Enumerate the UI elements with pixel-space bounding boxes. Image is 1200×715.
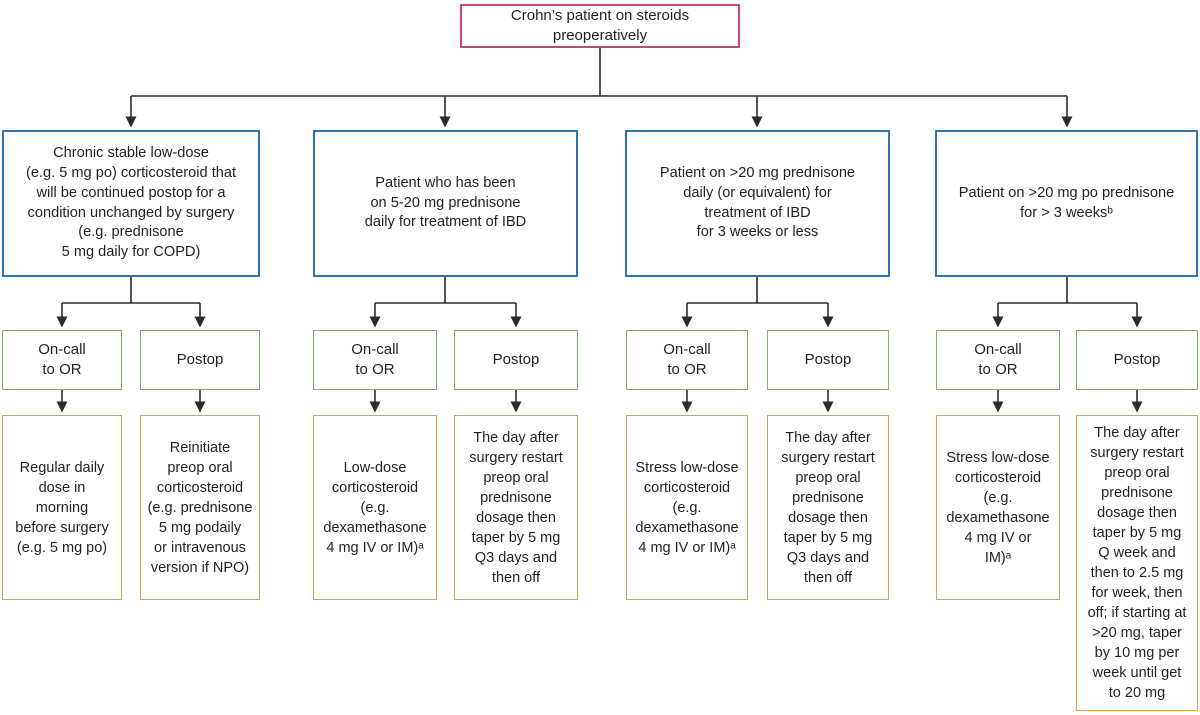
branch-1-split-line [62, 277, 200, 304]
branch-1-oncall-box: On-call to OR [2, 330, 122, 390]
branch-4-postop-box: Postop [1076, 330, 1198, 390]
branch-3-oncall-action-box: Stress low-dose corticosteroid (e.g. dex… [626, 415, 748, 600]
branch-1-postop-box: Postop [140, 330, 260, 390]
branch-2-postop-box: Postop [454, 330, 578, 390]
branch-2-condition-box: Patient who has been on 5-20 mg predniso… [313, 130, 578, 277]
branch-3-split-line [687, 277, 828, 304]
branch-2-postop-action-box: The day after surgery restart preop oral… [454, 415, 578, 600]
branch-1-condition-box: Chronic stable low-dose (e.g. 5 mg po) c… [2, 130, 260, 277]
branch-4-oncall-box: On-call to OR [936, 330, 1060, 390]
branch-3-oncall-box: On-call to OR [626, 330, 748, 390]
branch-3-condition-box: Patient on >20 mg prednisone daily (or e… [625, 130, 890, 277]
branch-4-split-line [998, 277, 1137, 304]
root-condition-box: Crohn’s patient on steroids preoperative… [460, 4, 740, 48]
branch-2-split-line [375, 277, 516, 304]
branch-1-oncall-action-box: Regular daily dose in morning before sur… [2, 415, 122, 600]
root-stem-line [131, 48, 1067, 97]
branch-2-oncall-action-box: Low-dose corticosteroid (e.g. dexamethas… [313, 415, 437, 600]
branch-4-postop-action-box: The day after surgery restart preop oral… [1076, 415, 1198, 711]
branch-4-condition-box: Patient on >20 mg po prednisone for > 3 … [935, 130, 1198, 277]
branch-1-postop-action-box: Reinitiate preop oral corticosteroid (e.… [140, 415, 260, 600]
branch-4-oncall-action-box: Stress low-dose corticosteroid (e.g. dex… [936, 415, 1060, 600]
branch-2-oncall-box: On-call to OR [313, 330, 437, 390]
branch-3-postop-box: Postop [767, 330, 889, 390]
branch-3-postop-action-box: The day after surgery restart preop oral… [767, 415, 889, 600]
